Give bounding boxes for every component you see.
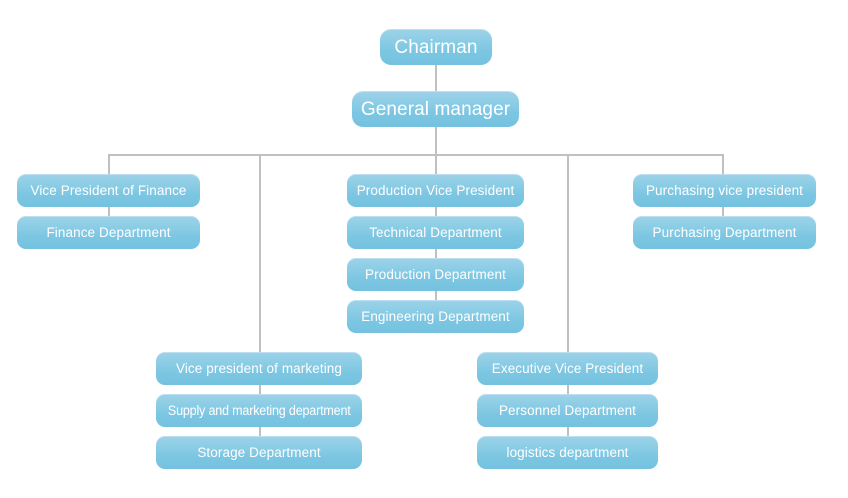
connector-production-department-to-engineering xyxy=(435,291,437,300)
connector-marketing-to-supply xyxy=(259,385,261,394)
node-executive-vice-president-label: Executive Vice President xyxy=(491,360,644,376)
connector-drop-marketing xyxy=(259,154,261,352)
node-personnel-department-label: Personnel Department xyxy=(498,402,637,418)
node-purchasing-department[interactable]: Purchasing Department xyxy=(633,216,816,249)
node-general-manager-label: General manager xyxy=(360,98,511,120)
connector-personnel-to-logistics xyxy=(567,427,569,436)
node-vice-president-of-finance[interactable]: Vice President of Finance xyxy=(17,174,200,207)
connector-drop-executive xyxy=(567,154,569,352)
node-finance-department[interactable]: Finance Department xyxy=(17,216,200,249)
node-personnel-department[interactable]: Personnel Department xyxy=(477,394,658,427)
connector-technical-to-production-department xyxy=(435,249,437,258)
node-logistics-department-label: logistics department xyxy=(506,444,629,460)
node-purchasing-vice-president[interactable]: Purchasing vice president xyxy=(633,174,816,207)
node-vice-president-of-marketing-label: Vice president of marketing xyxy=(175,360,343,376)
node-production-vice-president-label: Production Vice President xyxy=(356,182,515,198)
node-supply-and-marketing-department[interactable]: Supply and marketing department xyxy=(156,394,362,427)
connector-drop-finance xyxy=(108,154,110,174)
connector-distribution-bar xyxy=(108,154,724,156)
connector-finance-to-finance-department xyxy=(108,207,110,216)
node-purchasing-department-label: Purchasing Department xyxy=(652,224,797,240)
node-chairman-label: Chairman xyxy=(394,36,478,58)
connector-executive-to-personnel xyxy=(567,385,569,394)
node-general-manager[interactable]: General manager xyxy=(352,91,519,127)
node-engineering-department-label: Engineering Department xyxy=(361,308,510,324)
connector-general-manager-drop xyxy=(435,126,437,154)
connector-production-to-technical xyxy=(435,207,437,216)
node-vice-president-of-finance-label: Vice President of Finance xyxy=(30,182,187,198)
node-executive-vice-president[interactable]: Executive Vice President xyxy=(477,352,658,385)
connector-drop-purchasing xyxy=(722,154,724,174)
node-production-vice-president[interactable]: Production Vice President xyxy=(347,174,524,207)
connector-chairman-to-general-manager xyxy=(435,64,437,94)
node-chairman[interactable]: Chairman xyxy=(380,29,492,65)
connector-supply-to-storage xyxy=(259,427,261,436)
connector-drop-production xyxy=(435,154,437,174)
node-finance-department-label: Finance Department xyxy=(46,224,171,240)
node-technical-department-label: Technical Department xyxy=(369,224,502,240)
node-engineering-department[interactable]: Engineering Department xyxy=(347,300,524,333)
node-logistics-department[interactable]: logistics department xyxy=(477,436,658,469)
node-storage-department[interactable]: Storage Department xyxy=(156,436,362,469)
connector-purchasing-to-purchasing-department xyxy=(722,207,724,216)
node-vice-president-of-marketing[interactable]: Vice president of marketing xyxy=(156,352,362,385)
node-storage-department-label: Storage Department xyxy=(197,444,321,460)
node-technical-department[interactable]: Technical Department xyxy=(347,216,524,249)
node-purchasing-vice-president-label: Purchasing vice president xyxy=(645,182,804,198)
node-production-department[interactable]: Production Department xyxy=(347,258,524,291)
node-supply-and-marketing-department-label: Supply and marketing department xyxy=(167,402,351,418)
node-production-department-label: Production Department xyxy=(365,266,506,282)
